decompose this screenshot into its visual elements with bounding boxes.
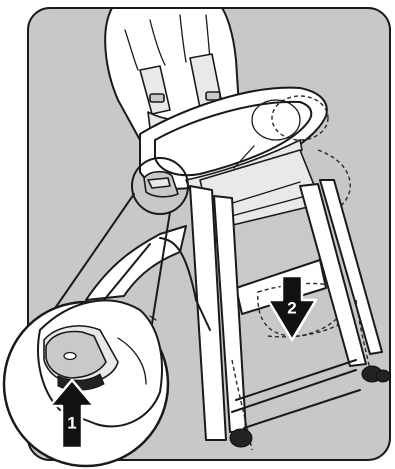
step-2-label: 2 xyxy=(287,298,296,317)
magnified-detail-circle xyxy=(4,300,168,466)
step-1-label: 1 xyxy=(67,413,76,432)
